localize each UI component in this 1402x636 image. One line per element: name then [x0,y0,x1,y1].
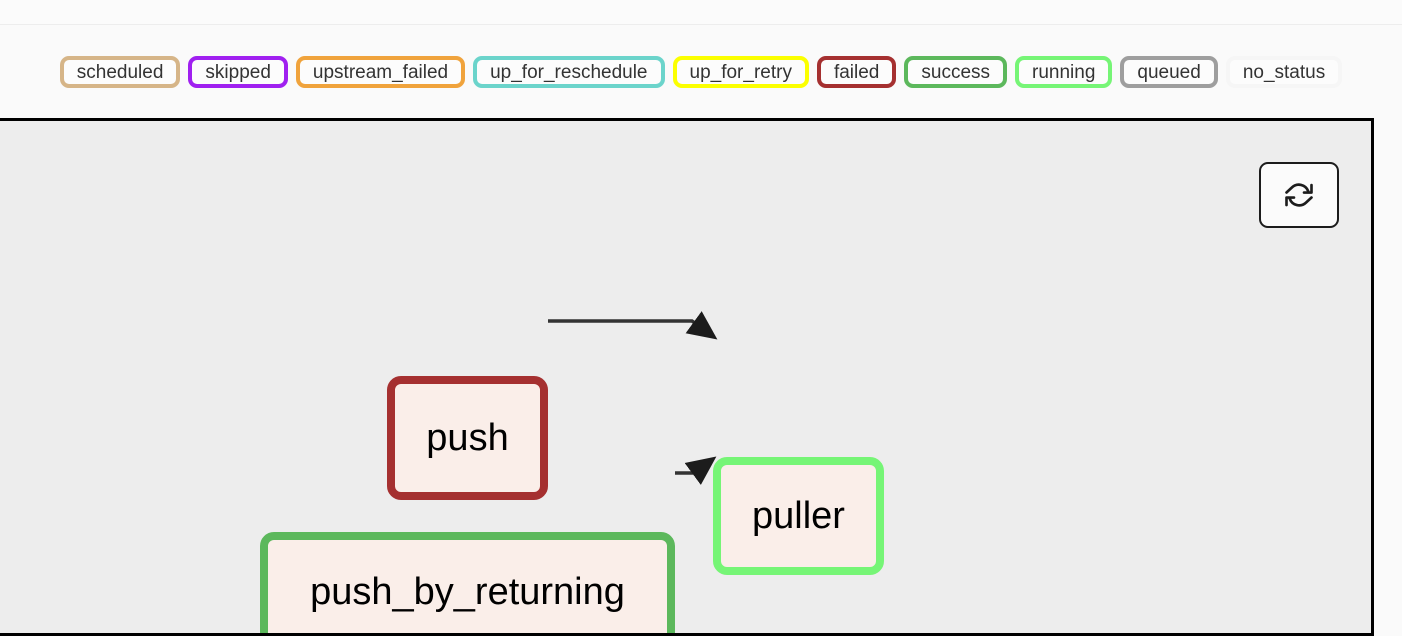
dag-node-push-label: push [426,417,509,459]
refresh-button[interactable] [1259,162,1339,228]
legend-badge-running[interactable]: running [1015,56,1113,88]
dag-canvas[interactable]: push push_by_returning puller [0,121,1371,633]
legend-badge-skipped[interactable]: skipped [188,56,288,88]
dag-edge-push-by-returning-to-puller [675,456,717,485]
dag-graph-panel: push push_by_returning puller [0,118,1374,636]
dag-node-puller-label: puller [752,495,845,537]
legend-badge-success[interactable]: success [904,56,1008,88]
legend-badge-up-for-retry[interactable]: up_for_retry [672,56,809,88]
dag-node-push-by-returning-label: push_by_returning [310,571,625,613]
legend-badge-failed[interactable]: failed [816,56,897,88]
dag-edge-push-to-puller [548,311,718,340]
legend-badge-up-for-reschedule[interactable]: up_for_reschedule [473,56,665,88]
legend-badge-scheduled[interactable]: scheduled [59,56,181,88]
dag-node-push-by-returning[interactable]: push_by_returning [260,532,675,633]
refresh-icon [1284,180,1314,210]
top-divider-strip [0,0,1402,25]
legend-badge-no-status[interactable]: no_status [1225,56,1343,88]
dag-edges-layer [548,311,718,485]
legend-badge-queued[interactable]: queued [1120,56,1218,88]
dag-node-push[interactable]: push [387,376,548,500]
legend-badge-upstream-failed[interactable]: upstream_failed [295,56,466,88]
dag-node-puller[interactable]: puller [713,457,884,575]
